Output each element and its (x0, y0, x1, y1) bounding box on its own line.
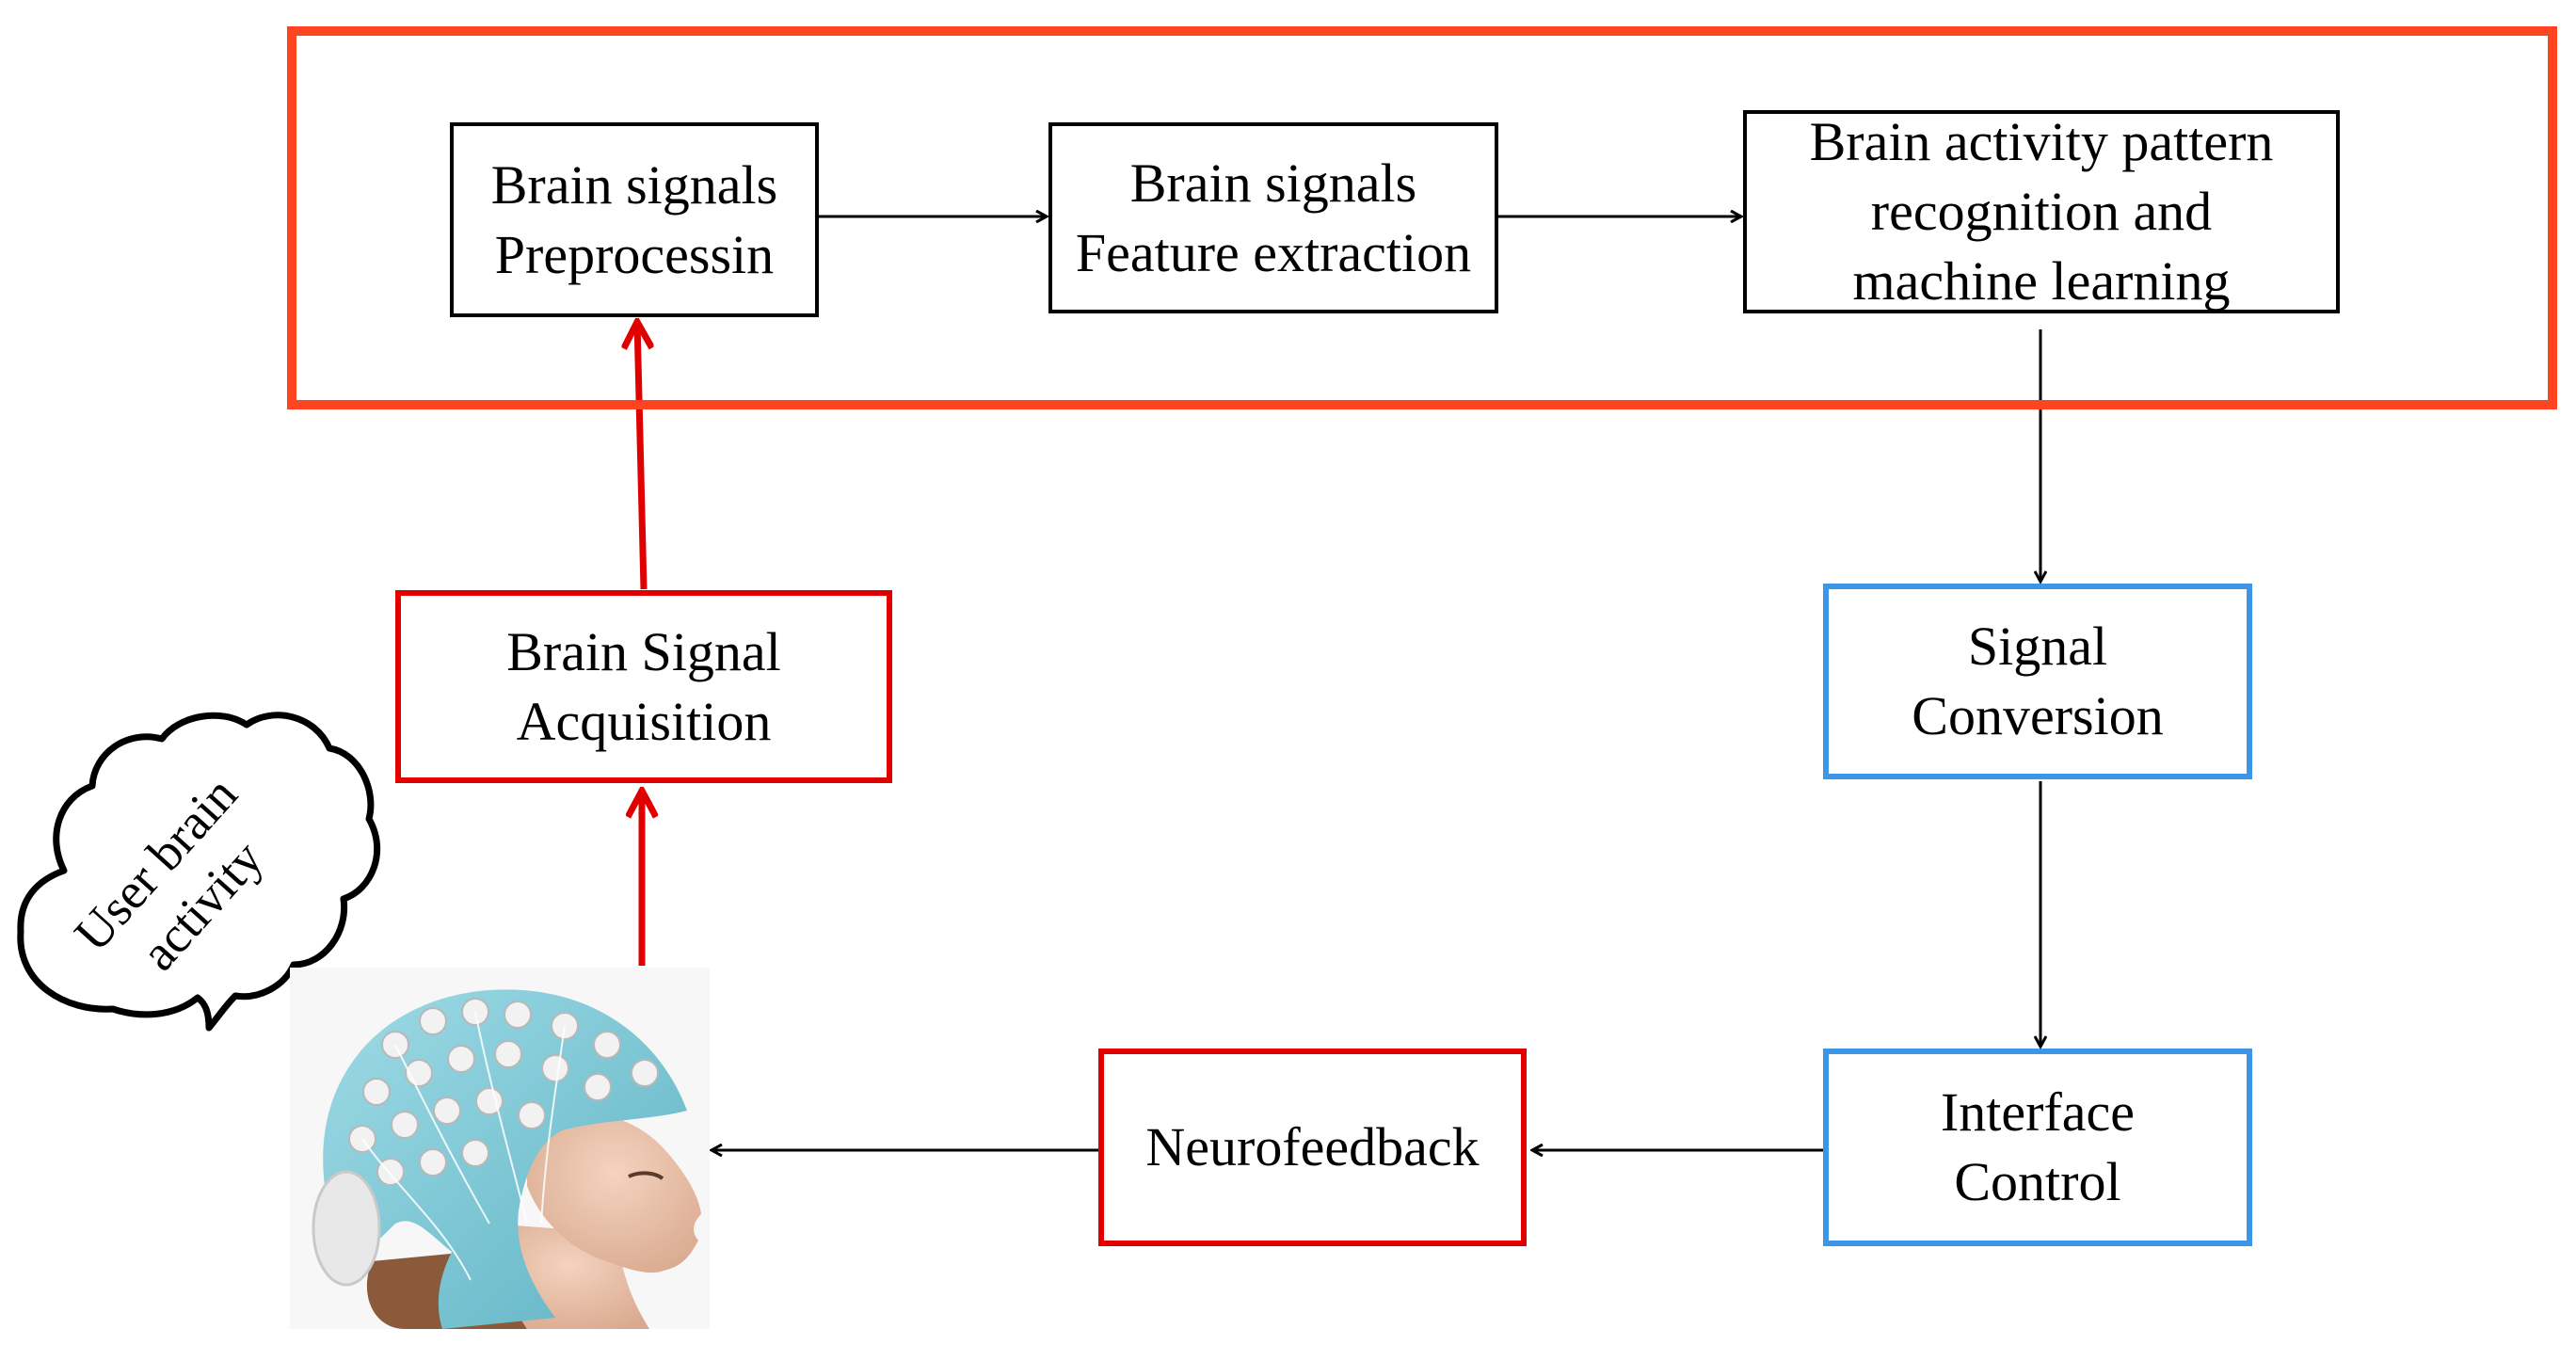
signal-conversion-block: Signal Conversion (1823, 584, 2252, 779)
signal-conversion-label: Signal Conversion (1912, 616, 2164, 746)
pattern-recognition-block: Brain activity pattern recognition and m… (1743, 110, 2340, 313)
interface-control-label: Interface Control (1940, 1081, 2136, 1212)
feature-extraction-label: Brain signals Feature extraction (1075, 152, 1472, 283)
preprocessing-label: Brain signals Preprocessin (490, 153, 778, 285)
arrow-acquisition-to-preprocessing (637, 322, 644, 590)
interface-control-block: Interface Control (1823, 1049, 2252, 1246)
processing-stage-frame (287, 26, 2557, 409)
feature-extraction-block: Brain signals Feature extraction (1048, 122, 1498, 313)
user-photo (290, 968, 710, 1329)
pattern-recognition-label: Brain activity pattern recognition and m… (1809, 111, 2274, 312)
thought-bubble (17, 712, 381, 1032)
preprocessing-block: Brain signals Preprocessin (450, 122, 819, 317)
neurofeedback-label: Neurofeedback (1145, 1116, 1480, 1177)
acquisition-block: Brain Signal Acquisition (395, 590, 892, 783)
neurofeedback-block: Neurofeedback (1098, 1049, 1527, 1246)
acquisition-label: Brain Signal Acquisition (506, 620, 781, 752)
